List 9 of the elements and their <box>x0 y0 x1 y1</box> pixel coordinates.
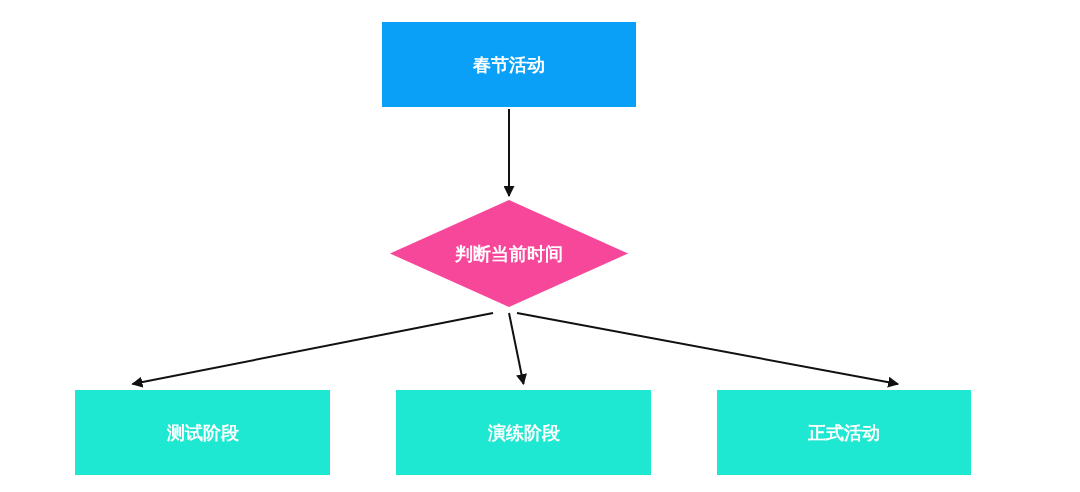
process-box: 演练阶段 <box>396 390 651 475</box>
process-box: 春节活动 <box>382 22 636 107</box>
arrow <box>516 312 900 388</box>
arrow <box>508 312 527 386</box>
arrow <box>131 312 494 388</box>
process-box: 测试阶段 <box>75 390 330 475</box>
process-box: 正式活动 <box>717 390 971 475</box>
decision-diamond: 判断当前时间 <box>390 200 628 307</box>
arrow <box>503 108 515 198</box>
